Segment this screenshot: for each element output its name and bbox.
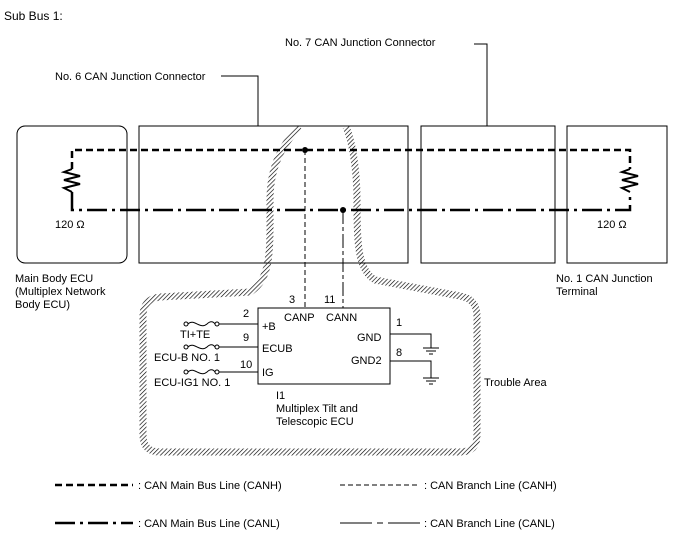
canp-pin-number: 3 [289,294,295,306]
gnd2-pin-number: 8 [396,347,402,359]
fuse-ecuig-label: ECU-IG1 NO. 1 [154,377,230,389]
legend-canl-main-label: : CAN Main Bus Line (CANL) [138,518,280,530]
ecu-name-line-2: Telescopic ECU [276,416,354,428]
gnd-pin-number: 1 [396,317,402,329]
gnd-pin-label: GND [357,332,382,344]
no6-connector-label: No. 6 CAN Junction Connector [55,71,206,83]
diagram-title: Sub Bus 1: [4,9,63,23]
fuse-ecuig-left-terminal [183,369,189,375]
trouble-area-outline [139,124,481,456]
left-resistor [60,168,81,193]
b-pin-number: 2 [243,308,249,320]
legend-canl-branch-label: : CAN Branch Line (CANL) [424,518,555,530]
main-body-ecu-box [16,125,128,264]
left-resistor-value: 120 Ω [55,219,85,231]
no1-terminal-box [566,125,668,264]
ecub-pin-number: 9 [243,332,249,344]
no7-connector-label: No. 7 CAN Junction Connector [285,37,436,49]
canl-main-bus [70,192,632,212]
no7-junction-box [420,125,556,264]
ecu-id: I1 [276,390,285,402]
cann-pin-number: 11 [324,294,335,306]
ecu-name-line-1: Multiplex Tilt and [276,403,358,415]
fuse-tite-left-terminal [183,321,189,327]
cann-pin-label: CANN [326,312,357,324]
ig-pin-label: IG [262,367,274,379]
no1-terminal-label-1: No. 1 CAN Junction [556,273,653,285]
right-resistor [618,168,639,193]
gnd2-wire [390,360,432,378]
no6-callout-line [221,75,259,126]
right-resistor-value: 120 Ω [597,219,627,231]
canp-pin-label: CANP [284,312,315,324]
main-body-ecu-label-2: (Multiplex Network [15,286,106,298]
trouble-area-label: Trouble Area [484,377,547,389]
fuse-ecub-right-terminal [214,344,220,350]
b-pin-label: +B [262,321,276,333]
gnd-wire [390,333,432,348]
legend-canh-main-label: : CAN Main Bus Line (CANH) [138,480,282,492]
fuse-ecub-symbol [187,344,216,350]
canh-main-bus [70,148,632,169]
fuse-ecuig-symbol [187,369,216,375]
main-body-ecu-label-3: Body ECU) [15,299,70,311]
main-body-ecu-label-1: Main Body ECU [15,273,93,285]
no7-callout-line [474,43,488,126]
ig-pin-number: 10 [240,359,252,371]
ecub-pin-label: ECUB [262,343,293,355]
fuse-ecub-label: ECU-B NO. 1 [154,352,220,364]
ground-symbol-2 [423,377,439,385]
tilt-telescopic-ecu-box [257,307,391,385]
fuse-ecub-left-terminal [183,344,189,350]
fuse-tite-symbol [187,321,216,327]
fuse-ecuig-right-terminal [214,369,220,375]
ground-symbol-1 [423,347,439,355]
fuse-tite-right-terminal [214,321,220,327]
no1-terminal-label-2: Terminal [556,286,598,298]
gnd2-pin-label: GND2 [351,355,382,367]
legend-canh-branch-label: : CAN Branch Line (CANH) [424,480,557,492]
fuse-tite-label: TI+TE [180,329,210,341]
no6-junction-box [138,125,409,264]
